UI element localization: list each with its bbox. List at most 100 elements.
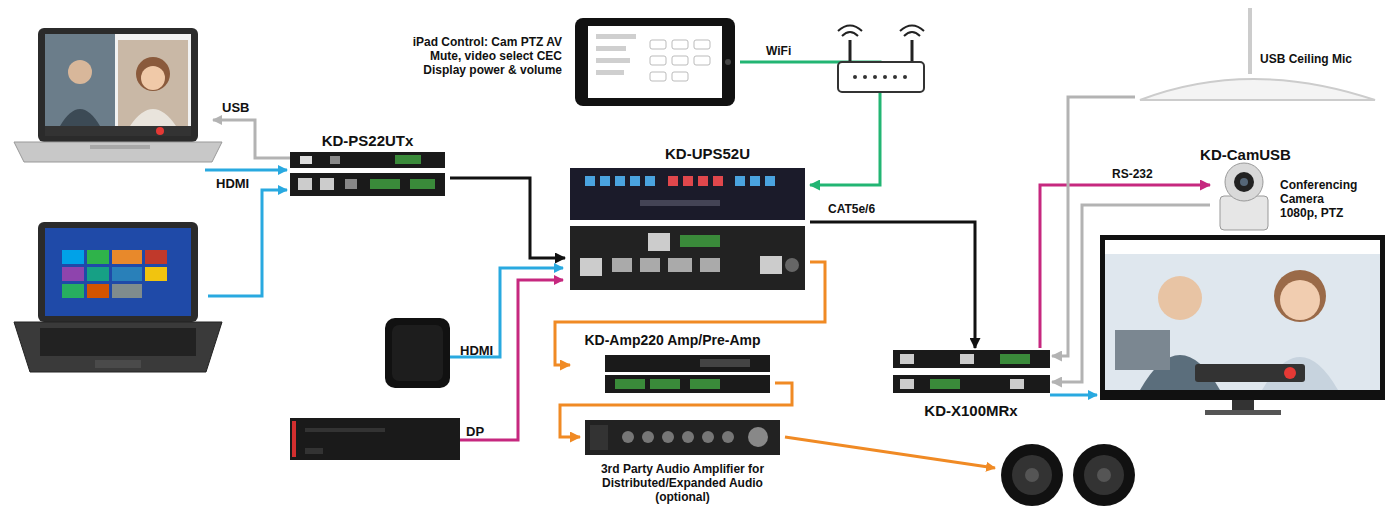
laptop-illustration <box>14 142 222 162</box>
signal-label: HDMI <box>460 343 493 358</box>
media-player <box>385 318 450 388</box>
laptop-illustration <box>62 267 84 281</box>
connector <box>1052 97 1135 356</box>
laptop-illustration <box>112 284 142 298</box>
laptop-illustration <box>130 109 176 126</box>
switcher-device <box>580 258 602 276</box>
switcher-device <box>615 176 625 186</box>
switcher-device <box>600 176 610 186</box>
signal-wire <box>205 169 287 172</box>
connector-label: RS-232 <box>1110 167 1155 181</box>
display-screen <box>1100 235 1385 415</box>
switcher-device <box>630 176 640 186</box>
receiver-device <box>900 354 914 364</box>
device-name: iPad Control: Cam PTZ AV Mute, video sel… <box>390 35 562 77</box>
audio-amplifier <box>682 431 694 443</box>
audio-amplifier <box>585 420 780 455</box>
display-screen <box>1105 240 1380 254</box>
switcher-device <box>612 258 632 272</box>
signal-label: DP <box>466 424 484 439</box>
transmitter-device <box>345 179 357 189</box>
laptop-illustration <box>62 284 84 298</box>
connector <box>560 383 792 437</box>
transmitter-device <box>300 156 312 164</box>
transmitter-device <box>298 178 312 190</box>
switcher-device <box>570 168 805 290</box>
amplifier-node: KD-Amp220 Amp/Pre-Amp <box>570 332 775 395</box>
laptop-illustration <box>68 60 92 84</box>
display-screen <box>1105 240 1380 390</box>
tablet-illustration <box>650 40 666 49</box>
connector <box>810 222 975 348</box>
connector <box>1040 185 1210 348</box>
laptop-illustration <box>14 28 222 162</box>
transmitter-device <box>290 152 445 196</box>
switcher-device <box>570 168 805 220</box>
wifi-router <box>911 40 914 64</box>
switcher-device <box>765 176 775 186</box>
desktop-pc <box>305 448 323 454</box>
laptop-illustration <box>112 267 142 281</box>
audio-amplifier <box>642 431 654 443</box>
audio-amplifier <box>585 420 780 455</box>
signal-label: USB <box>222 100 249 115</box>
display-screen <box>1232 400 1254 410</box>
audio-amplifier-node: 3rd Party Audio Amplifier for Distribute… <box>580 418 785 518</box>
speaker-pair <box>1001 444 1135 506</box>
amplifier-device <box>700 359 750 367</box>
connector <box>450 178 565 258</box>
connector-label: WiFi <box>764 44 793 58</box>
receiver-device <box>1010 379 1024 389</box>
laptop-illustration <box>118 40 188 126</box>
laptop-illustration <box>90 145 150 149</box>
laptop-illustration <box>112 250 142 264</box>
transmitter-device <box>370 179 400 189</box>
device-name: KD-CamUSB <box>1188 146 1303 164</box>
receiver-node: KD-X100MRx <box>890 348 1052 424</box>
ceiling-mic <box>1248 8 1252 74</box>
amplifier-device <box>605 375 770 393</box>
laptop-illustration <box>14 322 222 372</box>
tablet-illustration <box>725 59 731 65</box>
tablet-control-node: iPad Control: Cam PTZ AV Mute, video sel… <box>395 15 740 110</box>
device-description: Conferencing Camera 1080p, PTZ <box>1280 178 1364 220</box>
wifi-router <box>838 26 924 93</box>
receiver-device <box>893 350 1050 393</box>
laptop-illustration <box>87 250 109 264</box>
speaker-pair <box>1001 444 1063 506</box>
desktop-pc <box>290 418 460 460</box>
speaker-pair <box>1097 468 1111 482</box>
tablet-illustration <box>672 56 688 65</box>
switcher-device <box>760 256 782 274</box>
tablet-illustration <box>672 72 688 81</box>
receiver-device <box>960 354 974 364</box>
tablet-illustration <box>672 40 688 49</box>
receiver-device <box>1000 354 1030 364</box>
laptop-illustration <box>141 66 165 90</box>
amplifier-device <box>650 379 680 389</box>
laptop-illustration <box>38 28 198 142</box>
laptop-illustration <box>60 109 100 126</box>
laptop-illustration <box>45 228 191 316</box>
tablet-illustration <box>694 56 710 65</box>
laptop-illustration <box>87 267 109 281</box>
amplifier-device <box>605 355 770 372</box>
desktop-pc <box>292 421 296 457</box>
receiver-device <box>930 379 960 389</box>
signal-wire <box>785 437 995 468</box>
laptop-illustration <box>38 222 198 322</box>
transmitter-device <box>410 179 435 189</box>
switcher-device <box>713 176 723 186</box>
transmitter-device <box>395 155 421 164</box>
ceiling-mic-node: USB Ceiling Mic <box>1135 5 1380 102</box>
amplifier-device <box>615 379 645 389</box>
device-name: KD-Amp220 Amp/Pre-Amp <box>570 332 775 349</box>
speaker-pair <box>1025 468 1039 482</box>
display-screen <box>1100 235 1385 400</box>
switcher-device <box>683 176 693 186</box>
display-screen <box>1115 330 1170 370</box>
laptop-illustration <box>87 284 109 298</box>
display-screen <box>1280 280 1320 320</box>
audio-amplifier <box>662 431 674 443</box>
